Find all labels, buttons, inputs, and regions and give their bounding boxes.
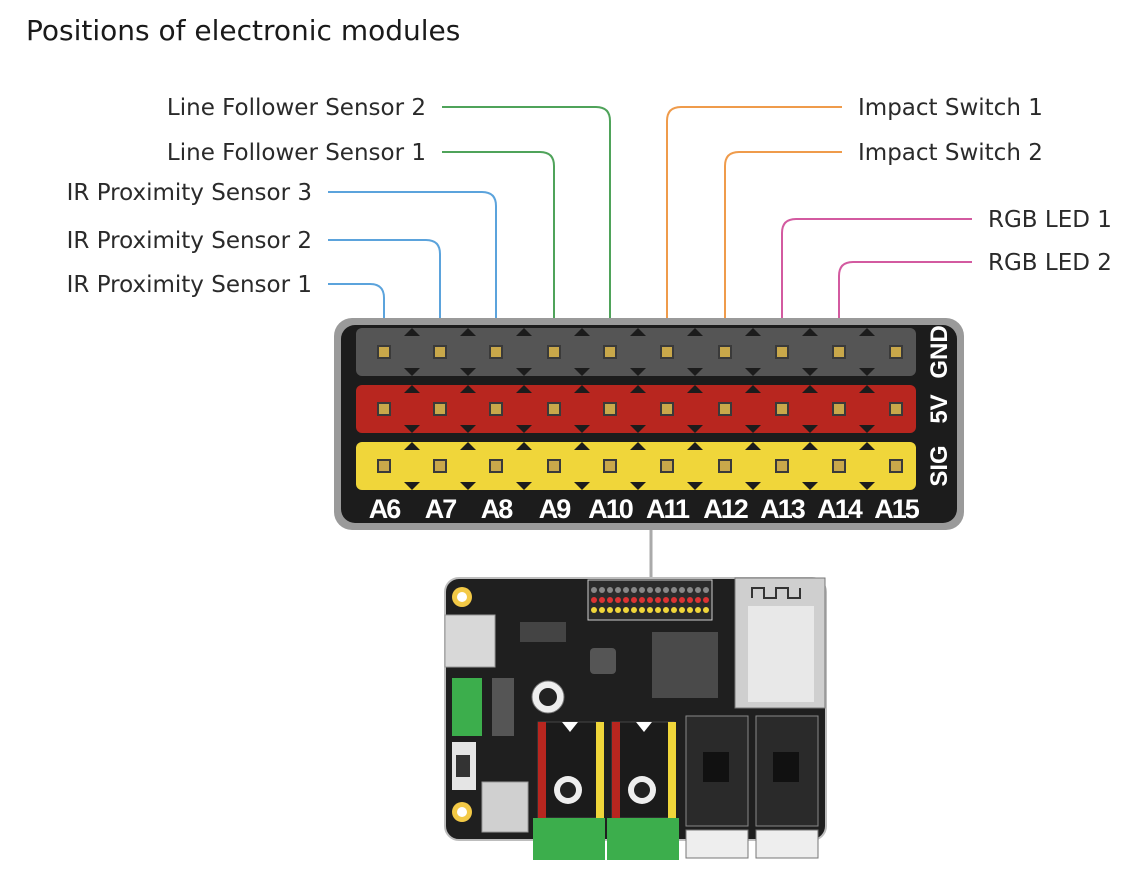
row-label: 5V — [926, 394, 953, 423]
pin-label: A9 — [539, 494, 571, 524]
pin — [660, 345, 674, 359]
chip — [590, 648, 616, 674]
usb-port — [444, 614, 496, 668]
pin-labels: A6 A7 A8 A9 A10 A11 A12 A13 A14 A15 — [369, 494, 922, 524]
pin — [603, 459, 617, 473]
module-label: IR Proximity Sensor 3 — [67, 180, 312, 206]
wire — [781, 218, 972, 322]
wire — [328, 191, 497, 322]
pin — [660, 402, 674, 416]
wire — [724, 151, 842, 322]
pin-rows — [356, 328, 932, 490]
pin-row-2 — [356, 442, 916, 490]
pin-label: A12 — [703, 494, 748, 524]
row-label: GND — [926, 325, 953, 378]
wire — [442, 106, 611, 322]
pin — [433, 345, 447, 359]
terminal-block — [533, 818, 605, 860]
wire — [442, 151, 555, 322]
pin — [889, 402, 903, 416]
dc-jack — [481, 781, 529, 833]
row-labels: GND 5V SIG — [926, 325, 953, 486]
module-label: RGB LED 1 — [988, 207, 1112, 233]
wire-group — [328, 106, 972, 322]
pin-label: A6 — [369, 494, 401, 524]
pin — [377, 345, 391, 359]
chip — [520, 622, 566, 642]
terminal-block — [452, 678, 482, 736]
terminal-block — [607, 818, 679, 860]
pin-row-0 — [356, 328, 916, 376]
pin — [718, 402, 732, 416]
pin — [489, 402, 503, 416]
pin — [660, 459, 674, 473]
pin — [489, 459, 503, 473]
pin — [718, 459, 732, 473]
pin — [489, 345, 503, 359]
pin — [889, 345, 903, 359]
row-label: SIG — [926, 445, 953, 486]
mainboard-illustration — [444, 577, 827, 860]
pin — [433, 459, 447, 473]
wire — [838, 261, 972, 322]
page-title: Positions of electronic modules — [26, 14, 461, 47]
module-label: IR Proximity Sensor 1 — [67, 272, 312, 298]
module-label: IR Proximity Sensor 2 — [67, 228, 312, 254]
pin — [718, 345, 732, 359]
pin-row-1 — [356, 385, 916, 433]
pin-label: A11 — [646, 494, 690, 524]
pin — [377, 459, 391, 473]
pin — [377, 402, 391, 416]
module-label: Line Follower Sensor 1 — [167, 140, 426, 166]
pin-label: A10 — [588, 494, 633, 524]
pin-label: A7 — [425, 494, 456, 524]
pin — [832, 345, 846, 359]
pin — [889, 459, 903, 473]
pin-label: A8 — [481, 494, 513, 524]
wire — [666, 106, 842, 322]
pin — [603, 402, 617, 416]
pin — [775, 459, 789, 473]
wire — [328, 283, 385, 322]
module-label: Line Follower Sensor 2 — [167, 95, 426, 121]
pin — [775, 402, 789, 416]
pin — [547, 345, 561, 359]
module-label: Impact Switch 1 — [858, 95, 1043, 121]
pin-label: A13 — [760, 494, 806, 524]
wire — [328, 239, 441, 322]
connector — [755, 829, 819, 859]
module-label: RGB LED 2 — [988, 250, 1112, 276]
pin — [433, 402, 447, 416]
pin — [832, 402, 846, 416]
main-chip — [652, 632, 718, 698]
pin-label: A14 — [817, 494, 863, 524]
pin — [547, 459, 561, 473]
pin — [603, 345, 617, 359]
label-group: IR Proximity Sensor 1 IR Proximity Sensor… — [67, 95, 1112, 298]
pin — [832, 459, 846, 473]
pin — [547, 402, 561, 416]
module-label: Impact Switch 2 — [858, 140, 1043, 166]
pin-label: A15 — [874, 494, 920, 524]
pin-header-board: A6 A7 A8 A9 A10 A11 A12 A13 A14 A15 GND 5V SIG — [334, 318, 964, 530]
pin — [775, 345, 789, 359]
connector — [685, 829, 749, 859]
